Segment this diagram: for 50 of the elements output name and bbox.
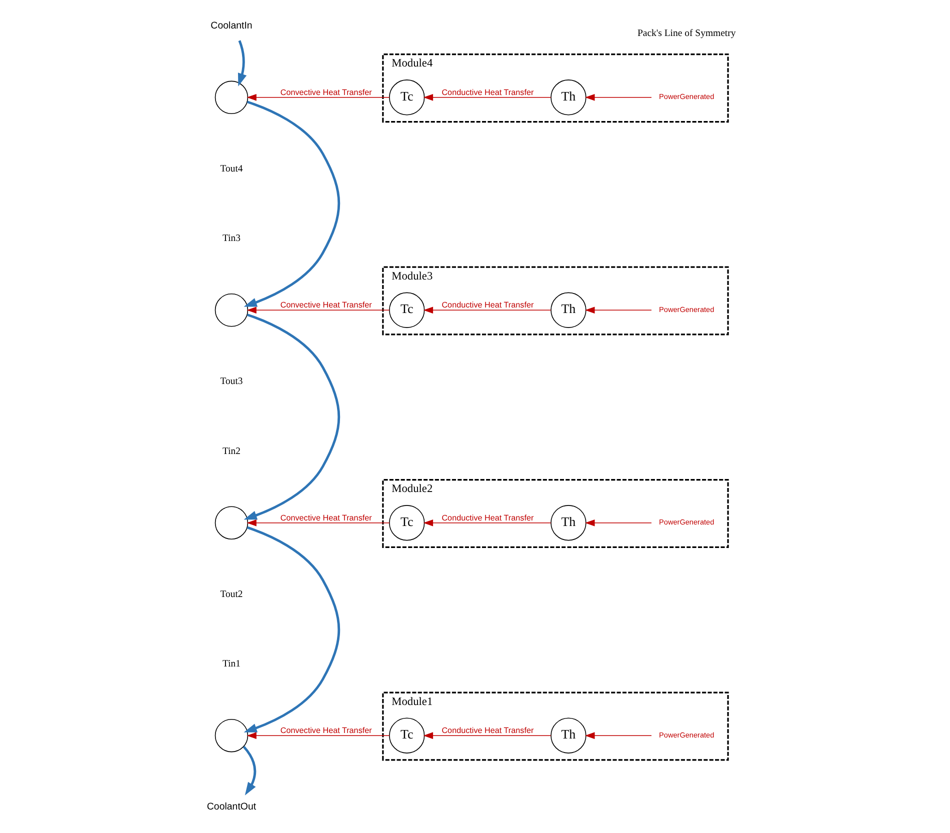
- node-text: PowerGenerated: [658, 730, 714, 740]
- arrow: [246, 94, 390, 101]
- arrow: [242, 746, 256, 796]
- label: Tout2: [220, 588, 242, 600]
- edge-label: Convective Heat Transfer: [280, 513, 372, 522]
- node-text: PowerGenerated: [658, 92, 714, 102]
- node-text: PowerGenerated: [658, 304, 714, 314]
- node-circle: Th: [550, 505, 586, 541]
- arrow: [243, 314, 340, 520]
- node-circle: Th: [550, 292, 586, 328]
- edge-label: Conductive Heat Transfer: [441, 513, 534, 522]
- node-text: CoolantOut: [206, 802, 256, 813]
- arrow: [237, 40, 246, 86]
- edge-label: Convective Heat Transfer: [280, 726, 372, 736]
- node-circle: Tc: [388, 718, 424, 754]
- arrow: [422, 732, 551, 740]
- label: Tin3: [222, 233, 240, 244]
- label: Tout3: [220, 376, 242, 388]
- arrow: [246, 306, 390, 314]
- arrow: [243, 526, 340, 732]
- label: Tin2: [222, 446, 240, 457]
- arrow: [422, 306, 551, 314]
- label: Pack's Line of Symmetry: [636, 28, 736, 39]
- node-text: CoolantIn: [210, 20, 252, 32]
- arrow: [584, 519, 652, 526]
- edge-label: Conductive Heat Transfer: [441, 88, 534, 97]
- arrow: [584, 732, 652, 740]
- node-text: PowerGenerated: [658, 518, 714, 527]
- arrow: [584, 94, 652, 101]
- arrow: [246, 732, 390, 740]
- edge-label: Convective Heat Transfer: [280, 88, 372, 97]
- label: Tin1: [222, 658, 240, 670]
- arrow: [584, 306, 652, 314]
- node-circle: Th: [550, 718, 586, 754]
- node-circle: Tc: [388, 505, 424, 541]
- edge-label: Conductive Heat Transfer: [441, 300, 534, 310]
- node-circle: [214, 80, 248, 114]
- label: Tout4: [220, 163, 242, 174]
- edge-label: Convective Heat Transfer: [280, 300, 372, 310]
- node-circle: [214, 506, 248, 540]
- node-circle: [214, 294, 248, 327]
- arrow: [246, 519, 390, 526]
- arrow: [422, 519, 551, 526]
- arrow: [243, 100, 340, 307]
- node-circle: Tc: [388, 80, 424, 116]
- edge-label: Conductive Heat Transfer: [441, 726, 534, 736]
- arrow: [422, 94, 551, 101]
- node-circle: Tc: [388, 292, 424, 328]
- node-circle: Th: [550, 80, 586, 116]
- node-circle: [214, 718, 248, 752]
